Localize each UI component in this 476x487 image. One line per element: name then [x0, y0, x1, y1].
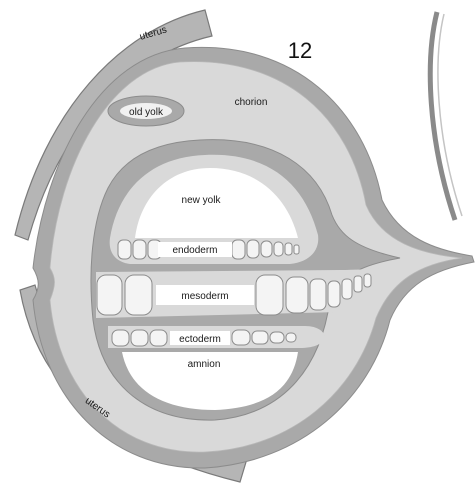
- adjacent-circle-inner-line: [438, 14, 462, 216]
- adjacent-circle-outline: [430, 12, 455, 220]
- figure-number: 12: [288, 38, 312, 63]
- old-yolk-label: old yolk: [129, 107, 164, 118]
- mesoderm-label: mesoderm: [181, 291, 228, 302]
- amnion-label: amnion: [188, 359, 221, 370]
- chorion-label: chorion: [235, 97, 268, 108]
- endoderm-label: endoderm: [172, 245, 217, 256]
- new-yolk-label: new yolk: [182, 195, 222, 206]
- ectoderm-label: ectoderm: [179, 334, 221, 345]
